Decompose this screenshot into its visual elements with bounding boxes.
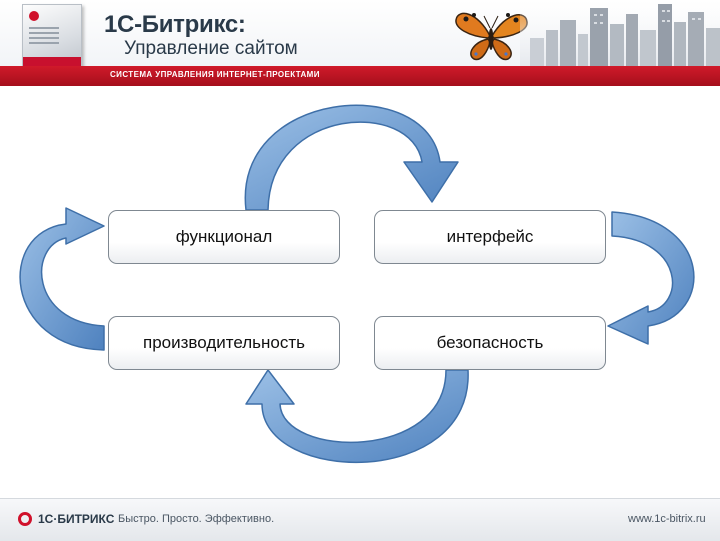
node-functionality: функционал <box>108 210 340 264</box>
footer-background <box>0 498 720 541</box>
product-box-image <box>22 4 82 76</box>
brand-title: 1С-Битрикс: <box>104 11 246 38</box>
header-tagline: СИСТЕМА УПРАВЛЕНИЯ ИНТЕРНЕТ-ПРОЕКТАМИ <box>110 70 320 79</box>
node-functionality-label: функционал <box>175 227 273 246</box>
header-red-band <box>0 66 720 86</box>
node-performance-label: производительность <box>143 333 305 352</box>
box-text-lines <box>29 27 59 29</box>
node-security: безопасность <box>374 316 606 370</box>
node-interface: интерфейс <box>374 210 606 264</box>
right-cycle-arrow <box>607 211 695 345</box>
city-skyline-image <box>520 0 720 66</box>
bitrix-logo-icon <box>18 512 32 526</box>
bottom-cycle-arrow <box>245 369 469 464</box>
node-security-label: безопасность <box>436 333 544 352</box>
brand-subtitle: Управление сайтом <box>124 38 298 59</box>
cycle-arrows <box>19 104 695 464</box>
footer-slogan: Быстро. Просто. Эффективно. <box>118 513 275 525</box>
box-logo-icon <box>29 11 39 21</box>
left-cycle-arrow <box>19 207 105 351</box>
footer-logo-text: 1С·БИТРИКС <box>38 512 115 526</box>
slide-header: 1С-Битрикс: Управление сайтом <box>0 0 720 92</box>
slide-footer: 1С·БИТРИКС Быстро. Просто. Эффективно. w… <box>0 498 720 541</box>
butterfly-icon <box>455 12 528 61</box>
cycle-diagram: функционал интерфейс производительность … <box>0 100 720 480</box>
node-performance: производительность <box>108 316 340 370</box>
footer-website-link[interactable]: www.1c-bitrix.ru <box>628 513 706 525</box>
node-interface-label: интерфейс <box>446 227 534 246</box>
top-cycle-arrow <box>244 104 459 211</box>
